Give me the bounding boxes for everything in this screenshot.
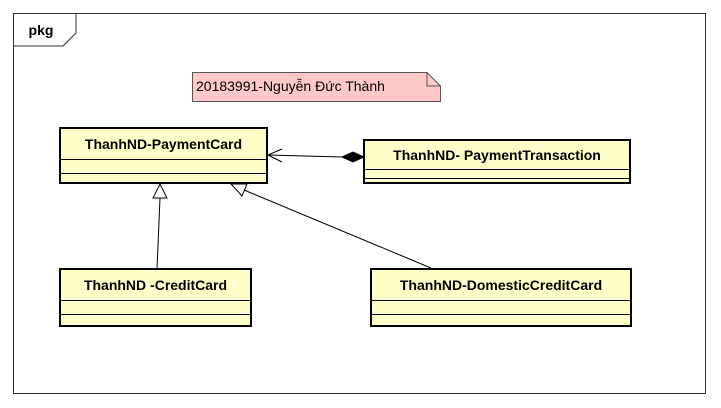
package-frame [13, 13, 706, 394]
class-operations-compartment [61, 174, 266, 185]
class-attributes-compartment [372, 301, 630, 315]
class-name: ThanhND-DomesticCreditCard [372, 270, 630, 301]
package-tab [13, 13, 77, 47]
class-domestic-credit-card[interactable]: ThanhND-DomesticCreditCard [370, 268, 632, 327]
class-operations-compartment [61, 315, 250, 326]
class-name: ThanhND- PaymentTransaction [365, 141, 629, 170]
note-shape [192, 72, 441, 102]
note: 20183991-Nguyễn Đức Thành [192, 72, 441, 102]
class-payment-transaction[interactable]: ThanhND- PaymentTransaction [363, 139, 631, 184]
generalization-triangle-domestic [229, 183, 248, 197]
class-attributes-compartment [61, 301, 250, 315]
class-credit-card[interactable]: ThanhND -CreditCard [59, 268, 252, 327]
note-text: 20183991-Nguyễn Đức Thành [196, 78, 385, 94]
package-label: pkg [28, 22, 54, 38]
composition-diamond [340, 151, 366, 163]
class-name: ThanhND -CreditCard [61, 270, 250, 301]
class-attributes-compartment [61, 160, 266, 174]
generalization-triangle-creditcard [152, 182, 168, 199]
class-operations-compartment [372, 315, 630, 326]
generalization-edge-domestic [243, 189, 432, 269]
composition-edge [267, 154, 343, 158]
composition-arrowhead [266, 148, 283, 163]
class-operations-compartment [365, 179, 629, 184]
package-tab-shape [13, 13, 77, 47]
class-payment-card[interactable]: ThanhND-PaymentCard [59, 127, 268, 184]
class-name: ThanhND-PaymentCard [61, 129, 266, 160]
class-attributes-compartment [365, 170, 629, 179]
generalization-edge-creditcard [156, 197, 161, 270]
